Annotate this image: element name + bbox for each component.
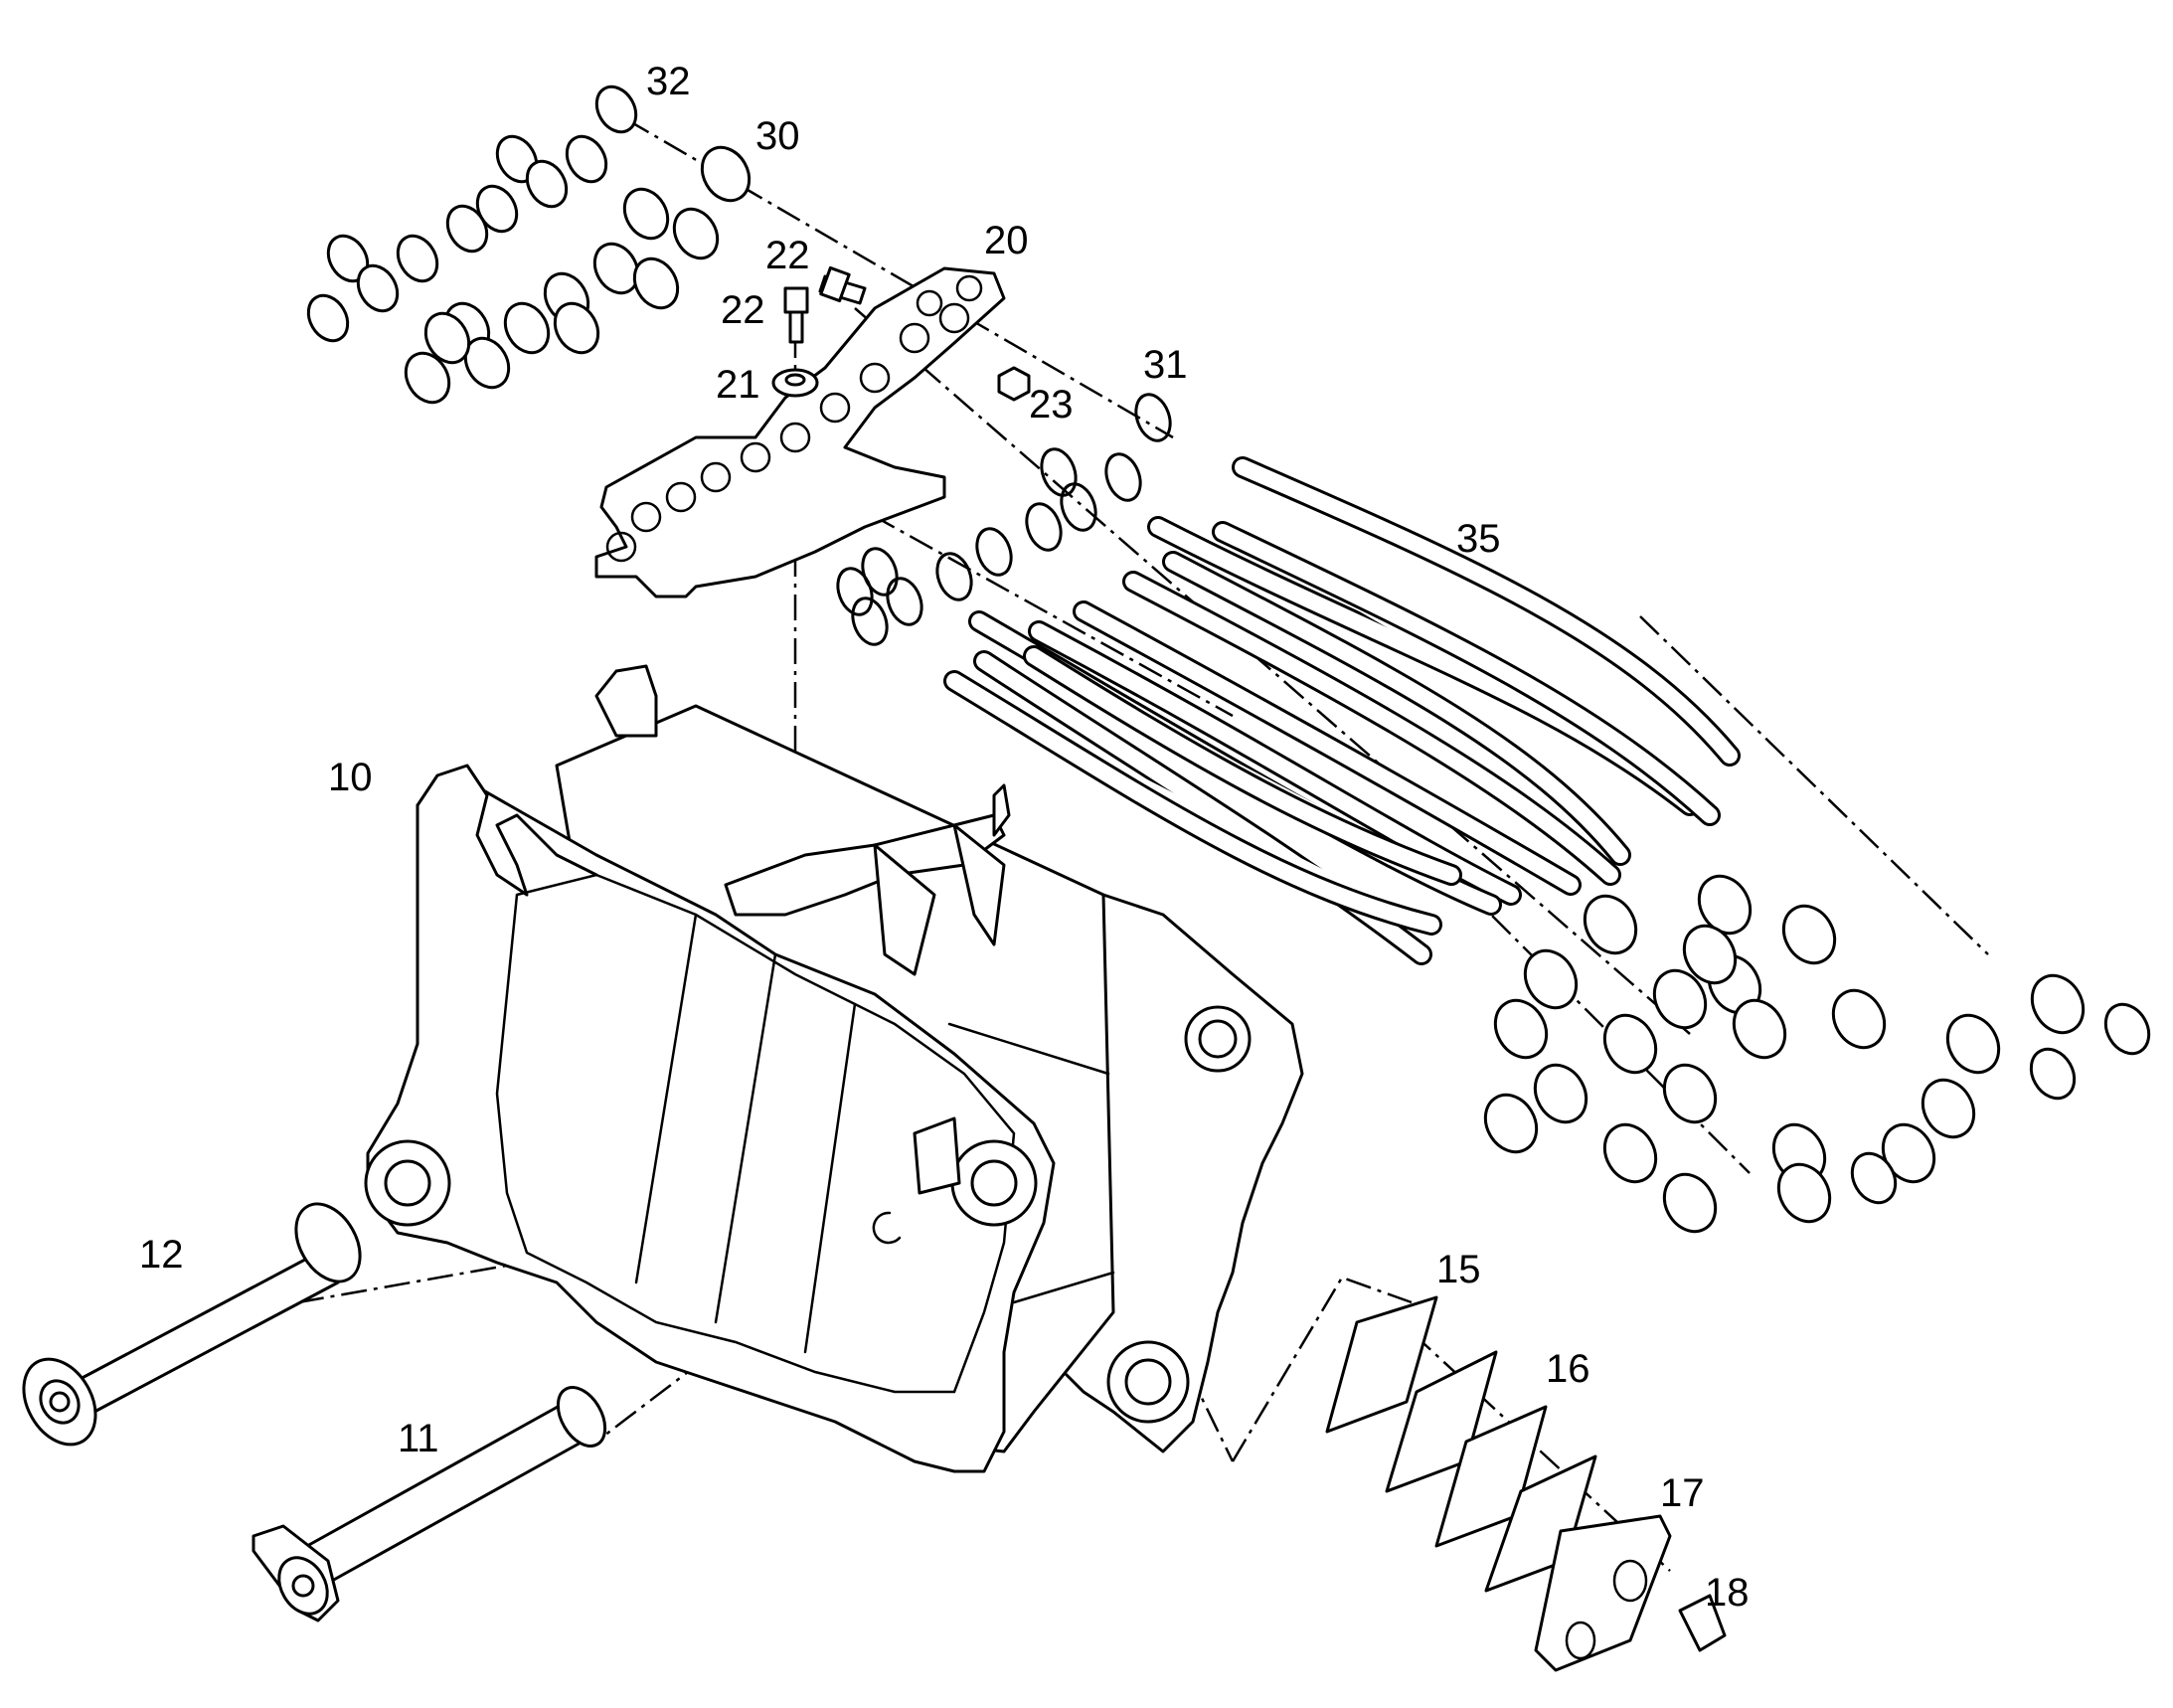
screw-part-18 [1678,1594,1727,1652]
callout-22b: 22 [721,288,765,332]
caps-part-32 [306,85,638,343]
pin-part-11 [251,1386,607,1623]
bolt-part-22a [818,265,867,305]
callout-15: 15 [1436,1248,1481,1291]
pin-part-12 [22,1202,362,1447]
rings-part-31 [836,393,1172,646]
callout-22a: 22 [765,234,810,277]
bolt-part-22b [783,286,809,344]
callout-12: 12 [139,1233,184,1277]
callout-23: 23 [1029,383,1074,427]
callout-21: 21 [716,363,760,407]
callout-labels: 10 11 12 15 16 17 18 20 21 22 22 23 30 3… [139,60,1750,1615]
hose-couplers [1483,874,2151,1234]
callout-30: 30 [755,114,800,158]
nut-part-23 [997,366,1031,402]
shim-part-15 [1325,1295,1438,1434]
housing-part-10 [364,664,1304,1473]
callout-31: 31 [1143,343,1188,387]
callout-35: 35 [1456,517,1501,561]
callout-16: 16 [1546,1347,1590,1391]
hoses-part-35 [943,456,1741,965]
shims-part-16 [1385,1350,1597,1593]
callout-10: 10 [328,756,373,799]
fittings-part-30 [404,145,752,405]
callout-18: 18 [1705,1571,1750,1615]
callout-20: 20 [984,219,1029,262]
callout-32: 32 [646,60,691,103]
washer-part-21 [771,368,819,398]
callout-17: 17 [1660,1471,1705,1515]
plate-part-20 [594,266,1006,598]
callout-11: 11 [398,1417,439,1460]
block-part-17 [1534,1514,1672,1672]
